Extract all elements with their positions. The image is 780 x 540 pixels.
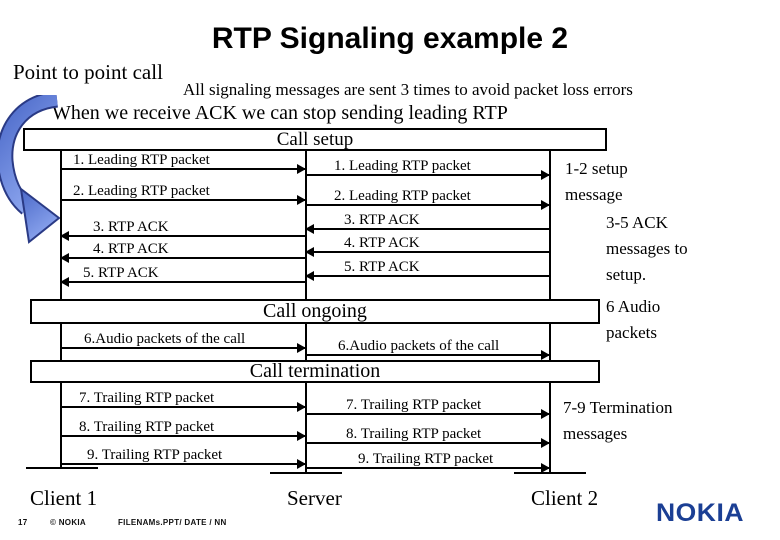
message-row: 1. Leading RTP packet [306, 156, 550, 180]
message-row: 1. Leading RTP packet [61, 150, 306, 174]
message-row: 9. Trailing RTP packet [306, 449, 550, 473]
message-row: 8. Trailing RTP packet [61, 417, 306, 441]
endpoint-label-client1: Client 1 [30, 486, 98, 510]
arrow-head-icon [541, 350, 550, 360]
message-label: 7. Trailing RTP packet [79, 390, 215, 406]
message-label: 9. Trailing RTP packet [87, 447, 223, 463]
page-title: RTP Signaling example 2 [211, 22, 569, 55]
arrow-head-icon [541, 463, 550, 473]
annotation-setup: 1-2 setup message [565, 159, 628, 204]
slide-subtitle: Point to point call [13, 60, 163, 84]
message-label: 1. Leading RTP packet [73, 152, 210, 168]
message-label: 8. Trailing RTP packet [79, 419, 215, 435]
page-number: 17 [18, 518, 28, 527]
message-label: 3. RTP ACK [344, 212, 420, 228]
retry-note: All signaling messages are sent 3 times … [183, 80, 633, 99]
arrow-head-icon [297, 459, 306, 469]
message-row: 9. Trailing RTP packet [61, 445, 306, 469]
message-row: 8. Trailing RTP packet [306, 424, 550, 448]
curved-arrow-icon [0, 95, 61, 244]
message-row: 4. RTP ACK [60, 239, 305, 263]
message-row: 5. RTP ACK [60, 263, 305, 287]
message-label: 1. Leading RTP packet [334, 158, 471, 174]
phase-termination-box: Call termination [30, 360, 600, 383]
arrow-head-icon [305, 247, 314, 257]
arrow-head-icon [541, 200, 550, 210]
message-label: 2. Leading RTP packet [334, 188, 471, 204]
message-row: 3. RTP ACK [60, 217, 305, 241]
phase-setup-box: Call setup [23, 128, 607, 151]
arrow-head-icon [541, 170, 550, 180]
client1-lifeline-end-bar [26, 467, 98, 469]
arrow-head-icon [297, 431, 306, 441]
arrow-head-icon [541, 438, 550, 448]
message-row: 6.Audio packets of the call [306, 336, 550, 360]
arrow-head-icon [60, 277, 69, 287]
arrow-head-icon [297, 402, 306, 412]
arrow-head-icon [305, 224, 314, 234]
arrow-head-icon [60, 231, 69, 241]
message-label: 6.Audio packets of the call [84, 331, 246, 347]
arrow-head-icon [305, 271, 314, 281]
message-label: 9. Trailing RTP packet [358, 451, 494, 467]
message-row: 6.Audio packets of the call [61, 329, 306, 353]
message-label: 2. Leading RTP packet [73, 183, 210, 199]
message-row: 4. RTP ACK [305, 233, 549, 257]
message-row: 5. RTP ACK [305, 257, 549, 281]
message-label: 6.Audio packets of the call [338, 338, 500, 354]
message-row: 2. Leading RTP packet [306, 186, 550, 210]
message-label: 4. RTP ACK [344, 235, 420, 251]
endpoint-label-client2: Client 2 [531, 486, 599, 510]
annotation-termination: 7-9 Termination messages [563, 398, 673, 443]
arrow-head-icon [297, 343, 306, 353]
annotation-ack: 3-5 ACK messages to setup. [606, 213, 688, 284]
message-row: 7. Trailing RTP packet [306, 395, 550, 419]
message-label: 7. Trailing RTP packet [346, 397, 482, 413]
ack-note: When we receive ACK we can stop sending … [52, 102, 508, 124]
message-row: 7. Trailing RTP packet [61, 388, 306, 412]
message-label: 5. RTP ACK [344, 259, 420, 275]
copyright-text: © NOKIA [50, 518, 86, 527]
message-row: 3. RTP ACK [305, 210, 549, 234]
client2-lifeline-end-bar [514, 472, 586, 474]
phase-ongoing-box: Call ongoing [30, 299, 600, 324]
annotation-audio: 6 Audio packets [606, 297, 661, 342]
arrow-head-icon [297, 164, 306, 174]
arrow-head-icon [297, 195, 306, 205]
nokia-logo: NOKIA [656, 499, 745, 527]
filename-text: FILENAMs.PPT/ DATE / NN [118, 518, 227, 527]
endpoint-label-server: Server [287, 486, 342, 510]
arrow-head-icon [60, 253, 69, 263]
message-label: 8. Trailing RTP packet [346, 426, 482, 442]
message-row: 2. Leading RTP packet [61, 181, 306, 205]
message-label: 3. RTP ACK [93, 219, 169, 235]
message-label: 5. RTP ACK [83, 265, 159, 281]
arrow-head-icon [541, 409, 550, 419]
server-lifeline-end-bar [270, 472, 342, 474]
message-label: 4. RTP ACK [93, 241, 169, 257]
